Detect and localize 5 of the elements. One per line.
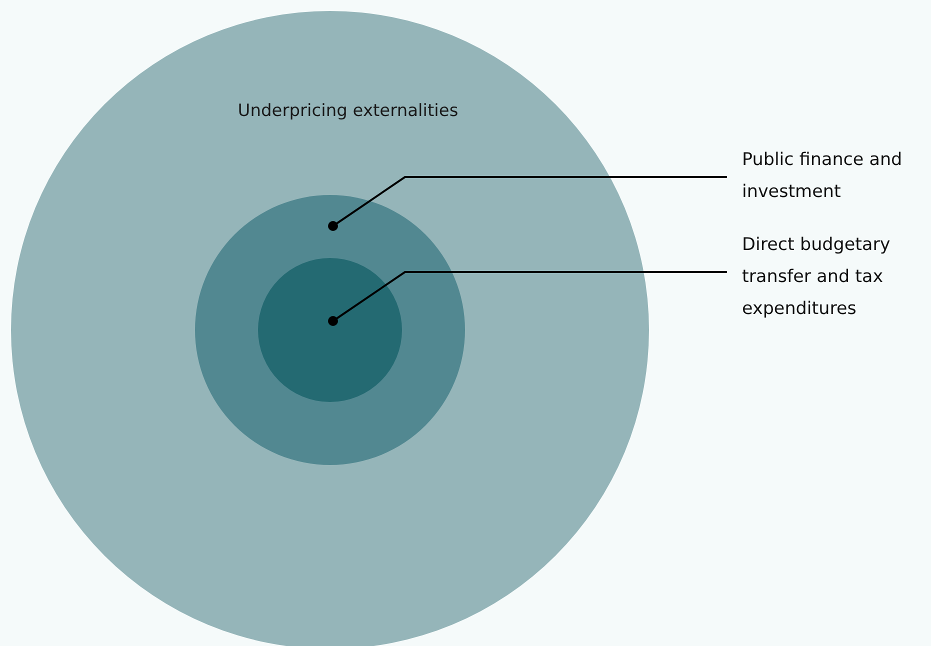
leader-line [328,271,727,326]
circle-label: Underpricing externalities [236,101,460,121]
callout-text: Direct budgetary transfer and tax expenditures [742,234,892,321]
leader-line [328,176,727,231]
callout-text: Public finance and investment [742,149,904,204]
